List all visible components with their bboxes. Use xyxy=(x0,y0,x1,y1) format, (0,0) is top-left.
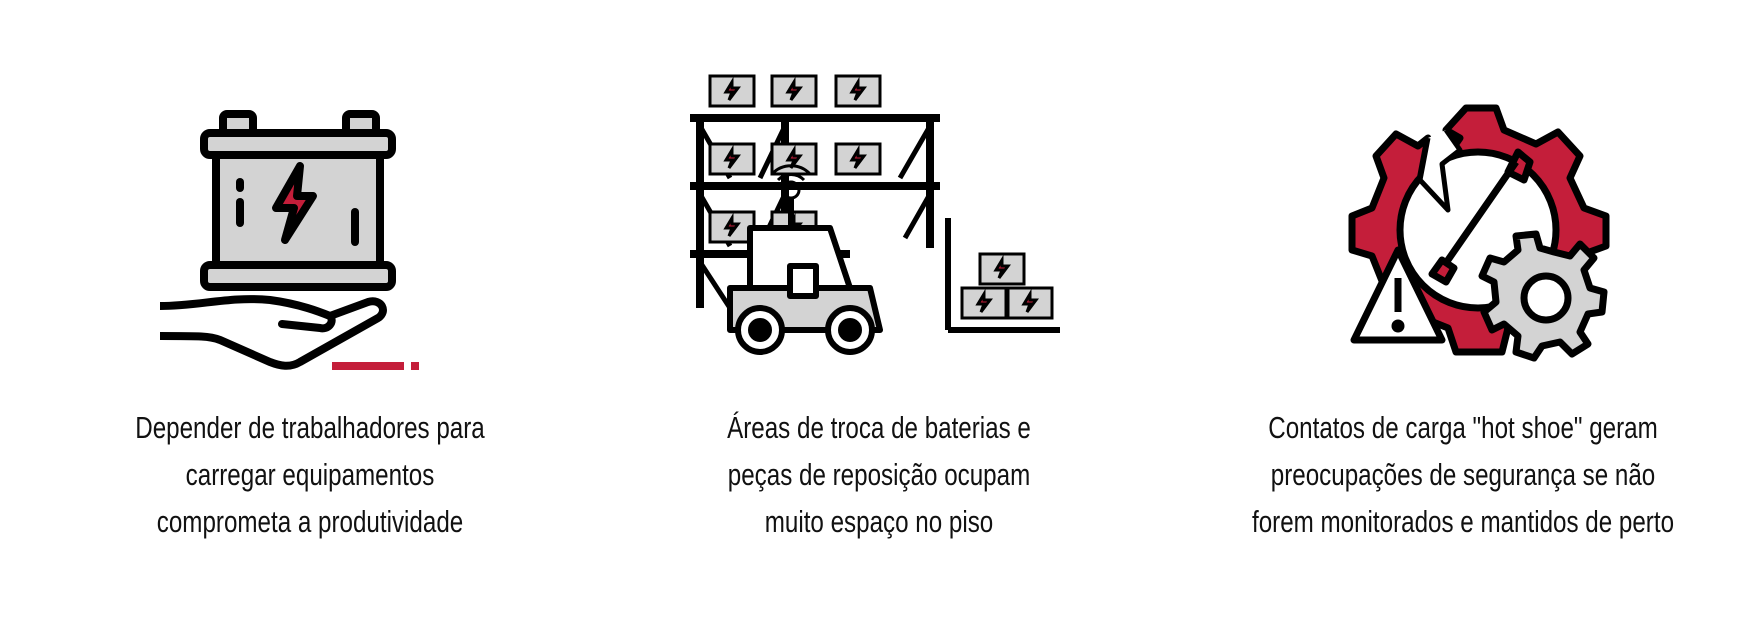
caption-line: forem monitorados e mantidos de perto xyxy=(1251,504,1675,539)
caption-line: preocupações de segurança se não xyxy=(1270,457,1656,492)
battery-rack-forklift-icon xyxy=(690,74,1060,355)
caption-line: carregar equipamentos xyxy=(185,457,435,492)
caption-line: muito espaço no piso xyxy=(764,504,994,539)
caption-safety: Contatos de carga "hot shoe" geram preoc… xyxy=(1183,404,1743,545)
broken-gear-warning-icon xyxy=(1348,104,1610,362)
caption-line: Áreas de troca de baterias e xyxy=(727,410,1031,445)
battery-in-hand-icon xyxy=(160,110,419,370)
caption-line: Depender de trabalhadores para xyxy=(135,410,485,445)
caption-line: comprometa a produtividade xyxy=(156,504,464,539)
caption-line: Contatos de carga "hot shoe" geram xyxy=(1268,410,1658,445)
caption-floor-space: Áreas de troca de baterias e peças de re… xyxy=(599,404,1159,545)
caption-line: peças de reposição ocupam xyxy=(727,457,1031,492)
caption-productivity: Depender de trabalhadores para carregar … xyxy=(30,404,590,545)
